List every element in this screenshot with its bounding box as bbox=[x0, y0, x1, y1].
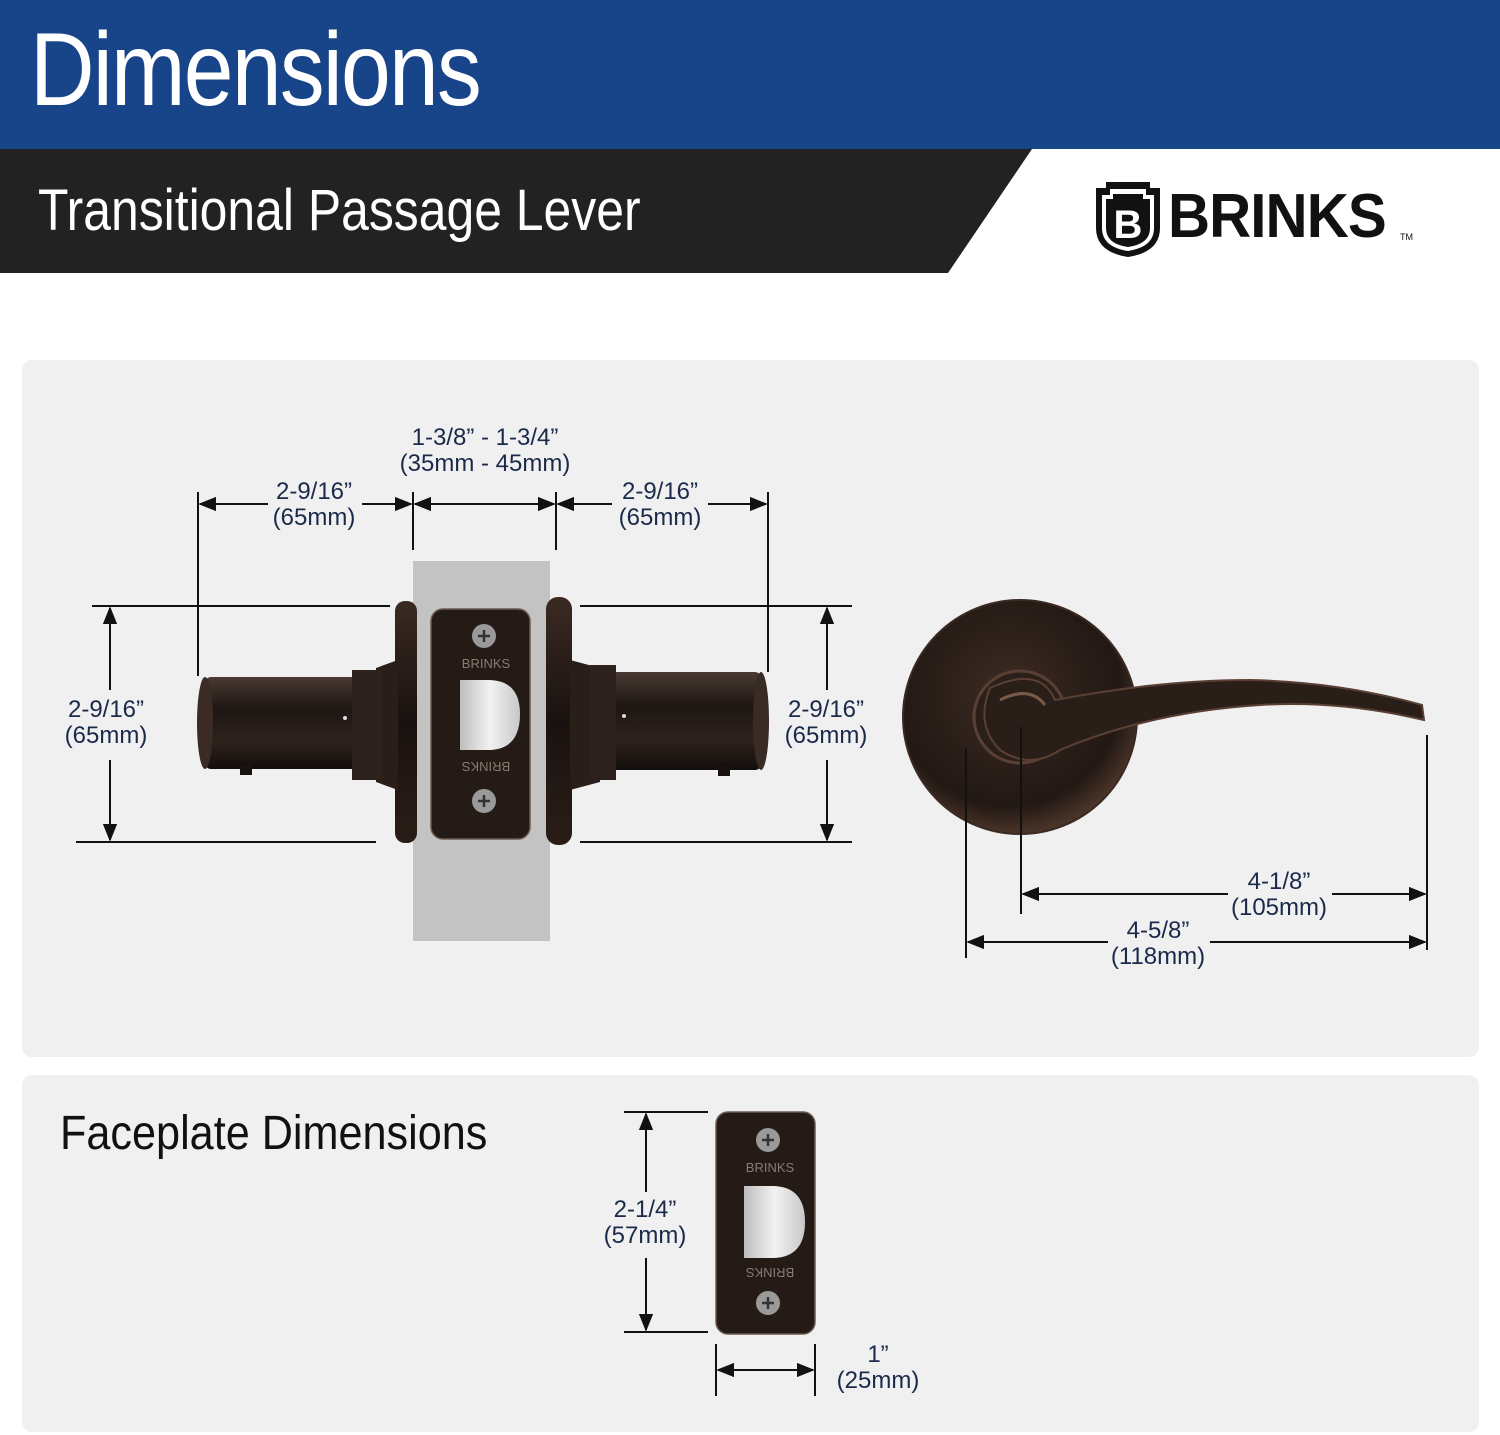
left-projection-label: 2-9/16”(65mm) bbox=[272, 478, 356, 531]
shield-logo-icon: B bbox=[1096, 182, 1160, 257]
faceplate-section-title: Faceplate Dimensions bbox=[60, 1107, 488, 1160]
left-rose-height-label: 2-9/16”(65mm) bbox=[64, 696, 148, 749]
side-view-dimension-lines bbox=[965, 727, 1428, 958]
header-banner bbox=[0, 0, 1500, 149]
right-projection-label: 2-9/16”(65mm) bbox=[618, 478, 702, 531]
door-thickness-label: 1-3/8” - 1-3/4”(35mm - 45mm) bbox=[399, 424, 571, 477]
product-title: Transitional Passage Lever bbox=[38, 178, 641, 243]
main-dimension-arrows bbox=[102, 496, 835, 842]
faceplate-height-label: 2-1/4”(57mm) bbox=[603, 1196, 687, 1249]
faceplate-brand-text: BRINKS bbox=[462, 656, 511, 671]
left-rose bbox=[395, 601, 417, 843]
logo-mark: B bbox=[1114, 203, 1143, 247]
brinks-logo: B BRINKS TM bbox=[1088, 178, 1418, 260]
main-extension-lines bbox=[76, 492, 852, 843]
logo-trademark: TM bbox=[1400, 232, 1413, 242]
side-view-lever bbox=[902, 599, 1426, 835]
left-lever bbox=[197, 670, 382, 780]
faceplate-detail-brand-text-inverted: BRINKS bbox=[745, 1265, 794, 1280]
lever-length-outer-label: 4-5/8”(118mm) bbox=[1110, 917, 1206, 970]
right-rose bbox=[546, 597, 572, 845]
page-title: Dimensions bbox=[30, 12, 482, 128]
logo-wordmark: BRINKS bbox=[1168, 182, 1387, 251]
right-lever bbox=[590, 665, 769, 780]
door-faceplate: BRINKS BRINKS bbox=[430, 608, 531, 840]
lever-length-inner-label: 4-1/8”(105mm) bbox=[1230, 868, 1328, 921]
faceplate-detail-brand-text: BRINKS bbox=[746, 1160, 795, 1175]
faceplate-detail: BRINKS BRINKS bbox=[715, 1111, 816, 1335]
subheader-bar bbox=[0, 149, 1032, 273]
right-rose-height-label: 2-9/16”(65mm) bbox=[784, 696, 868, 749]
faceplate-width-label: 1”(25mm) bbox=[836, 1341, 920, 1394]
faceplate-dimension-lines bbox=[624, 1111, 816, 1396]
faceplate-brand-text-inverted: BRINKS bbox=[461, 759, 510, 774]
